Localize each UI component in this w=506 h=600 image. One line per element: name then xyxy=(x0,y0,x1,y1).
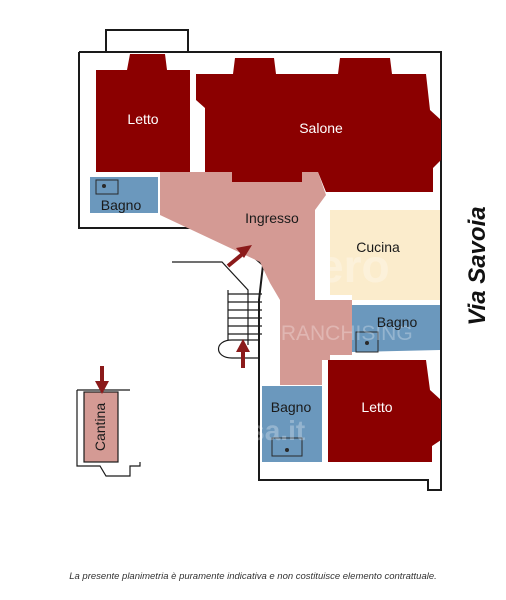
room-letto-bottom xyxy=(328,360,441,462)
label-cantina: Cantina xyxy=(92,403,108,451)
watermark-brand-top: ero xyxy=(318,240,390,292)
stairs-up-arrow-icon xyxy=(236,339,250,368)
bagno-top-fill xyxy=(90,177,158,213)
label-salone: Salone xyxy=(299,120,343,136)
outer-wall xyxy=(78,51,442,491)
label-letto-top: Letto xyxy=(127,111,158,127)
building-outline xyxy=(78,29,442,491)
bagno-top-fixture-dot xyxy=(102,184,106,188)
stair-curve xyxy=(217,339,260,359)
room-cantina xyxy=(76,389,141,477)
label-cucina: Cucina xyxy=(356,239,400,255)
stair-rail-outer xyxy=(172,261,249,345)
cantina-fill xyxy=(83,391,119,463)
room-bagno-bottom xyxy=(262,386,322,462)
bagno-bottom-fixture xyxy=(271,437,303,457)
footer-disclaimer: La presente planimetria è puramente indi… xyxy=(69,571,437,582)
street-label: Via Savoia xyxy=(464,206,491,325)
room-salone xyxy=(196,58,441,192)
hall-shape xyxy=(160,172,352,385)
bagno-top-fixture xyxy=(95,179,119,195)
bagno-right-fixture xyxy=(355,331,379,353)
bagno-right-fill xyxy=(352,305,440,352)
label-bagno-right: Bagno xyxy=(377,314,418,330)
watermark: ero FRANCHISING casa.it xyxy=(182,240,413,446)
top-balcony xyxy=(105,29,189,53)
room-bagno-right xyxy=(352,305,440,353)
entrance-arrow-icon xyxy=(226,245,252,268)
label-ingresso: Ingresso xyxy=(245,210,299,226)
room-cucina xyxy=(330,210,440,300)
label-bagno-bottom: Bagno xyxy=(271,399,312,415)
room-letto-top xyxy=(96,54,190,172)
label-bagno-top: Bagno xyxy=(101,197,142,213)
stairs xyxy=(172,261,262,359)
casa-logo-icon xyxy=(182,415,212,445)
watermark-brand-bottom: casa.it xyxy=(218,415,305,446)
cellar-entrance-arrow-icon xyxy=(95,366,109,394)
watermark-brand-middle: FRANCHISING xyxy=(268,322,413,345)
cantina-outline xyxy=(76,390,141,477)
room-bagno-top xyxy=(90,177,158,213)
bagno-bottom-fixture-dot xyxy=(285,448,289,452)
bagno-right-fixture-dot xyxy=(365,341,369,345)
hall-area xyxy=(160,172,352,385)
label-letto-bottom: Letto xyxy=(361,399,392,415)
